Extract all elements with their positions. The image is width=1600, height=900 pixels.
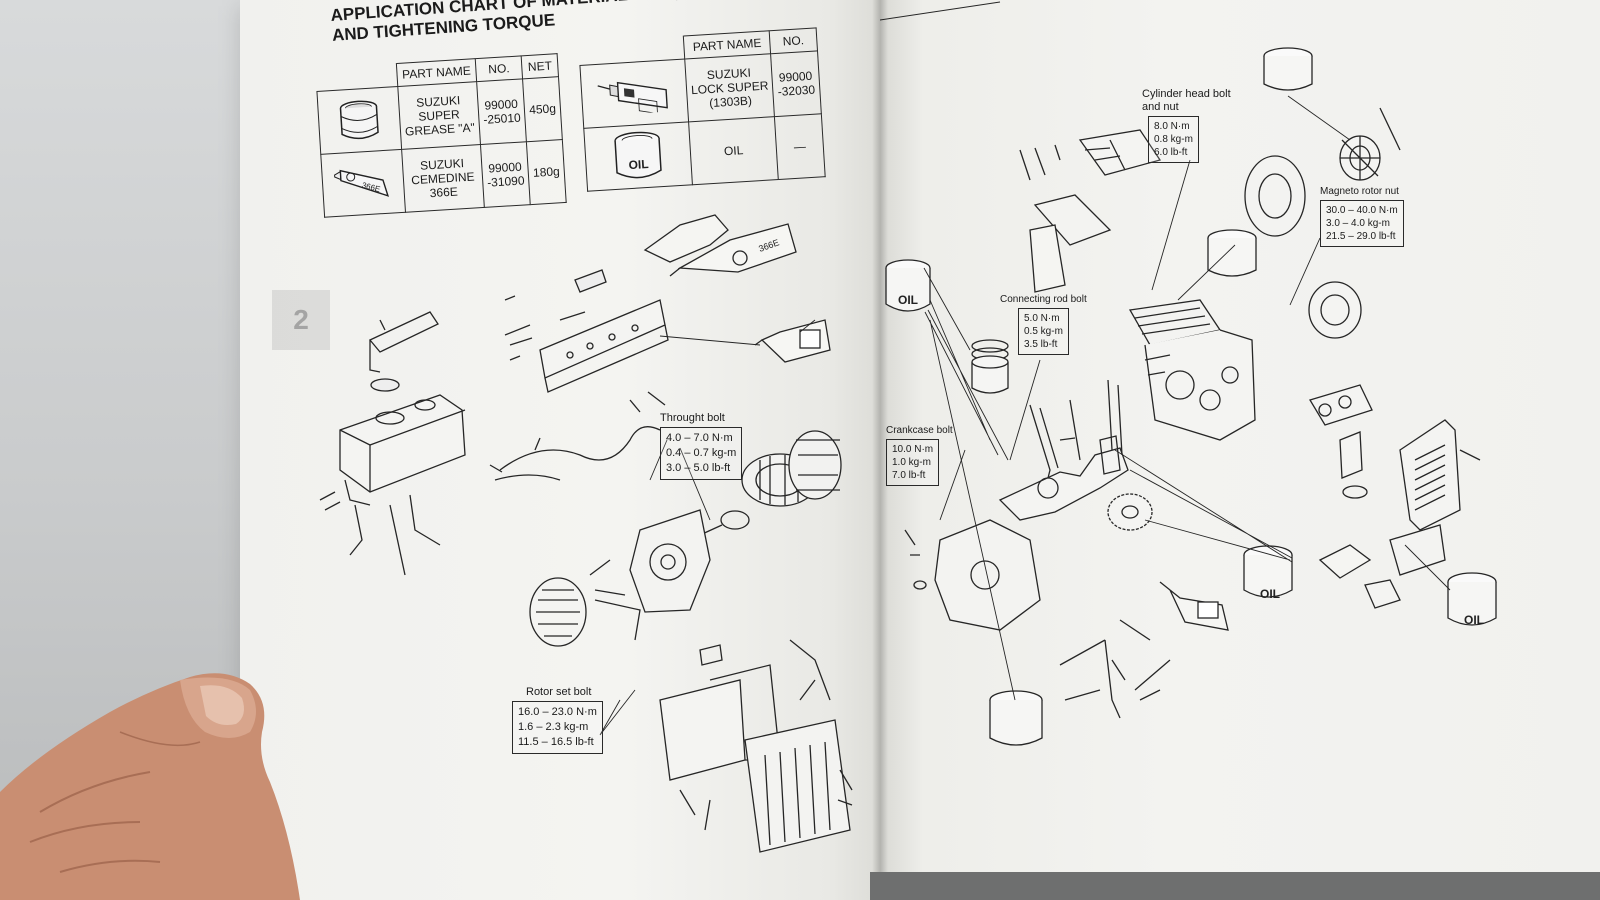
- oil-can-label: OIL: [628, 157, 649, 172]
- lock-bottle-drawing: [754, 319, 831, 363]
- book-gutter: [872, 0, 888, 900]
- left-page: 2 APPLICATION CHART OF MATERIALS REQUIRE…: [240, 0, 880, 900]
- crankcase-cover-drawing: [904, 519, 1041, 631]
- exploded-view-drawing-right: OIL OIL OIL: [880, 1, 1497, 746]
- materials-table-right: PART NAME NO. SUZUKI LOCK SUPER (1303B) …: [578, 27, 825, 192]
- callout-cylinder-head-bolt: Cylinder head bolt and nut 8.0 N·m 0.8 k…: [1142, 88, 1231, 163]
- air-cleaner-drawing: [1318, 419, 1481, 609]
- callout-throught-bolt: Throught bolt 4.0 – 7.0 N·m 0.4 – 0.7 kg…: [660, 412, 743, 480]
- callout-crankcase-bolt: Crankcase bolt 10.0 N·m 1.0 kg-m 7.0 lb-…: [886, 425, 953, 486]
- governor-linkage-drawing: [1059, 619, 1171, 719]
- materials-table-left: PART NAME NO. NET SUZUKI SUPER GREASE "A…: [315, 53, 567, 218]
- grease-can-icon: [339, 100, 379, 140]
- svg-text:OIL: OIL: [898, 293, 918, 307]
- callout-magneto-rotor-nut: Magneto rotor nut 30.0 – 40.0 N·m 3.0 – …: [1320, 186, 1404, 247]
- table-row: SUZUKI SUPER GREASE "A" 99000 -25010 450…: [316, 76, 563, 155]
- oil-can-icon: [1263, 47, 1313, 91]
- thread-lock-bottle-icon: [597, 81, 668, 114]
- carburetor-drawing: [1309, 384, 1373, 499]
- right-page: OIL OIL OIL: [880, 0, 1600, 900]
- muffler-drawing: [659, 639, 853, 853]
- page-tab-number: 2: [272, 290, 330, 350]
- lock-super-cell: [579, 59, 689, 129]
- cemedine-tube-icon: 366E: [334, 169, 390, 197]
- control-panel-drawing: [504, 214, 729, 413]
- cemedine-cell: 366E: [320, 149, 406, 218]
- callout-rotor-set-bolt: Rotor set bolt 16.0 – 23.0 N·m 1.6 – 2.3…: [512, 686, 603, 754]
- table-row: OIL OIL —: [583, 113, 825, 192]
- cylinder-block-drawing: [1128, 299, 1256, 441]
- callout-connecting-rod-bolt: Connecting rod bolt 5.0 N·m 0.5 kg-m 3.5…: [1000, 294, 1087, 355]
- oil-can-icon: OIL: [1447, 572, 1497, 627]
- magneto-drawing: [1244, 107, 1401, 339]
- valve-drawing: [1059, 379, 1123, 475]
- oil-can-icon: OIL: [885, 259, 931, 312]
- table-row: SUZUKI LOCK SUPER (1303B) 99000 -32030: [579, 50, 822, 129]
- oil-cell: OIL: [583, 121, 693, 192]
- table-surface-edge: [870, 872, 1600, 900]
- torque-box: 4.0 – 7.0 N·m 0.4 – 0.7 kg-m 3.0 – 5.0 l…: [660, 427, 743, 480]
- oil-can-icon: [1207, 229, 1257, 277]
- table-row: 366E SUZUKI CEMEDINE 366E 99000 -31090 1…: [320, 139, 567, 218]
- torque-box: 5.0 N·m 0.5 kg-m 3.5 lb-ft: [1018, 308, 1069, 355]
- crankshaft-drawing: [998, 447, 1129, 521]
- cylinder-head-drawing: [1019, 129, 1162, 293]
- exploded-view-drawing-left: 366E: [319, 214, 853, 853]
- fuel-tank-drawing: [339, 311, 466, 576]
- engine-housing-drawing: [589, 509, 711, 613]
- fan-cover-drawing: [529, 577, 641, 647]
- oil-can-icon: OIL: [614, 131, 662, 179]
- torque-box: 8.0 N·m 0.8 kg-m 6.0 lb-ft: [1148, 116, 1199, 163]
- torque-box: 16.0 – 23.0 N·m 1.6 – 2.3 kg-m 11.5 – 16…: [512, 701, 603, 754]
- svg-text:OIL: OIL: [1260, 587, 1280, 601]
- svg-text:OIL: OIL: [1464, 613, 1484, 627]
- torque-box: 30.0 – 40.0 N·m 3.0 – 4.0 kg-m 21.5 – 29…: [1320, 200, 1404, 247]
- hand-holding-book: [0, 673, 300, 900]
- alternator-drawing: [699, 430, 842, 536]
- cemedine-tube-drawing: 366E: [669, 223, 797, 277]
- grease-cell: [316, 86, 402, 155]
- piston-drawing: [971, 339, 1059, 491]
- oil-can-icon: [989, 690, 1043, 746]
- torque-box: 10.0 N·m 1.0 kg-m 7.0 lb-ft: [886, 439, 940, 486]
- lock-bottle-drawing: [1159, 581, 1229, 631]
- gear-drawing: [1107, 493, 1153, 531]
